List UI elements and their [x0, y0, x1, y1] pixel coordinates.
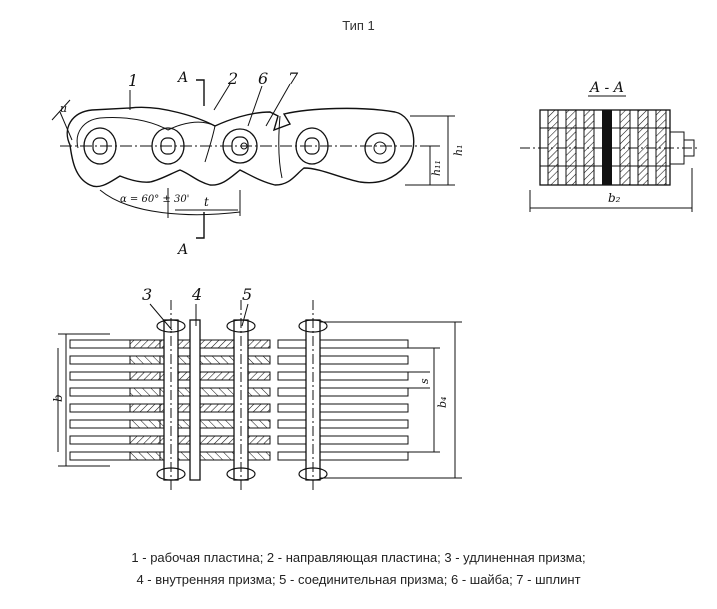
plates-right — [277, 339, 409, 461]
roller-5 — [364, 132, 396, 164]
label-4: 4 — [191, 285, 202, 304]
section-label-top: A — [176, 70, 188, 86]
dim-u-label: u — [60, 102, 67, 115]
caption-line-2: 4 - внутренняя призма; 5 - соединительна… — [136, 572, 581, 587]
section-a-a-label: A - A — [588, 80, 624, 96]
drawing-title: Тип 1 — [342, 18, 375, 33]
dim-alpha-label: α = 60° ± 30' — [120, 194, 189, 205]
dim-b-label: b — [51, 394, 65, 402]
label-6: 6 — [258, 69, 268, 88]
label-5: 5 — [242, 285, 252, 304]
chain-side-view — [51, 79, 455, 239]
dim-t-label: t — [204, 195, 209, 209]
chain-top-view — [57, 300, 462, 490]
label-1: 1 — [128, 71, 138, 90]
dim-s-label: s — [418, 378, 431, 384]
label-7: 7 — [288, 69, 299, 88]
section-label-bottom: A — [176, 242, 188, 258]
chain-drawing: 1 2 6 7 A A u α = 60° ± 30' t h₁ h₁₁ A -… — [51, 69, 700, 490]
dim-h11-label: h₁₁ — [430, 160, 443, 176]
caption-line-1: 1 - рабочая пластина; 2 - направляющая п… — [131, 550, 586, 565]
dim-h1-label: h₁ — [452, 145, 465, 157]
pin-4 — [189, 319, 201, 481]
section-a-a-view — [520, 95, 700, 212]
dim-b2-label: b₂ — [608, 191, 621, 205]
label-2: 2 — [227, 69, 238, 88]
dim-b4-label: b₄ — [436, 397, 449, 408]
label-3: 3 — [142, 285, 152, 304]
